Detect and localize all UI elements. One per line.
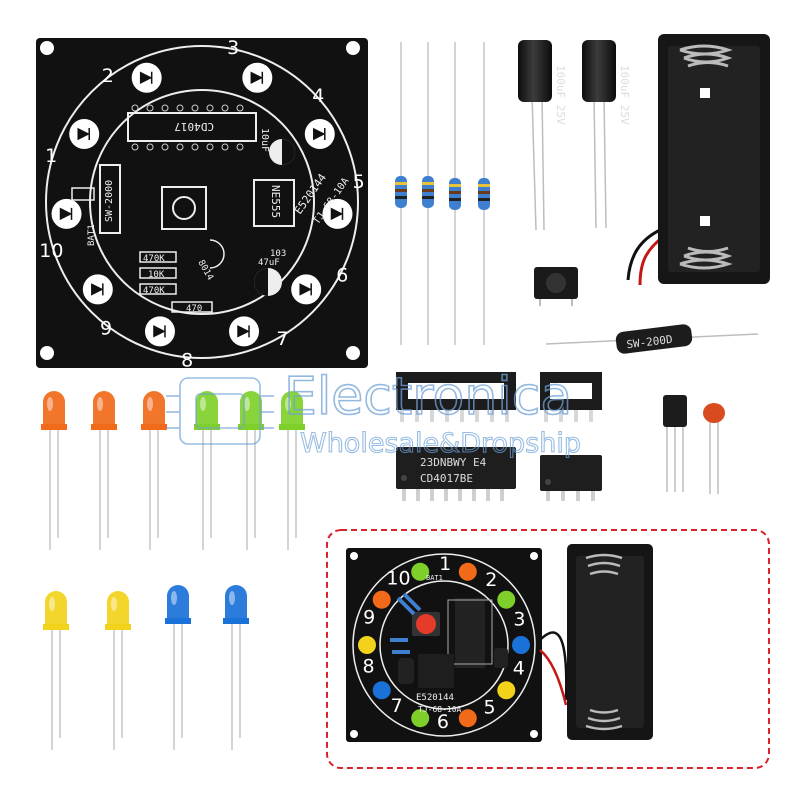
asm-board-id: E520144 [416, 693, 454, 703]
tilt-switch: SW-200D [545, 324, 759, 354]
assembled-led [372, 681, 391, 700]
pcb-led-number: 10 [39, 240, 63, 262]
pcb-chip-label: CD4017 [174, 120, 214, 133]
watermark-logo-icon [166, 377, 274, 445]
asm-battery-label: BAT1 [426, 574, 443, 582]
pcb-c47uf: 47uF [258, 258, 280, 268]
cap2-label: 100uF 25V [618, 65, 631, 125]
assembled-led-number: 4 [513, 657, 525, 679]
cd4017-part: CD4017BE [420, 472, 473, 485]
pcb-led-mark [91, 283, 104, 296]
assembled-led-number: 8 [362, 655, 374, 677]
pcb-r470k-1: 470K [143, 254, 165, 264]
assembled-led-number: 6 [437, 711, 449, 733]
led [194, 391, 220, 550]
pcb-led-number: 2 [102, 65, 114, 87]
tilt-switch-label: SW-200D [626, 333, 674, 352]
assembled-led [458, 562, 477, 581]
assembled-led [497, 590, 516, 609]
assembled-led [411, 562, 430, 581]
pcb-led-mark [139, 71, 153, 84]
cap1-label: 100uF 25V [554, 65, 567, 125]
watermark-tagline: Wholesale&Dropship [300, 428, 581, 459]
pcb-r470k-2: 470K [143, 286, 165, 296]
pcb-led-mark [250, 71, 264, 84]
pcb-battery-label: BAT1 [87, 224, 97, 246]
pcb-led-number: 7 [276, 328, 288, 350]
led [105, 591, 131, 750]
watermark-brand: Electronica [284, 367, 572, 427]
push-button [534, 267, 578, 306]
pcb-led-mark [237, 325, 250, 338]
loose-leds [41, 391, 305, 750]
assembled-led-number: 1 [439, 553, 451, 575]
pcb-led-number: 5 [353, 171, 365, 193]
pcb-led-number: 6 [336, 265, 348, 287]
resistors [395, 42, 490, 345]
assembled-led [358, 636, 376, 654]
led [279, 391, 305, 550]
pcb-led-number: 1 [45, 145, 57, 167]
cd4017-batch: 23DNBWY E4 [420, 456, 487, 469]
assembled-led [458, 709, 477, 728]
transistor-and-ceramic-cap [663, 395, 725, 494]
pcb-led-mark [153, 325, 166, 338]
led [43, 591, 69, 750]
pcb-cap-label: 10uF [259, 128, 270, 152]
assembled-led-number: 2 [485, 569, 497, 591]
assembled-led [372, 590, 391, 609]
assembled-led [497, 681, 516, 700]
pcb-c103: 103 [270, 249, 286, 259]
led [41, 391, 67, 550]
watermark: Electronica Wholesale&Dropship [166, 366, 582, 460]
pcb-led-mark [299, 283, 312, 296]
pcb-led-number: 4 [312, 85, 324, 107]
battery-holder [626, 34, 770, 286]
pcb-ne555-label: NE555 [269, 185, 282, 218]
pcb-led-number: 3 [227, 37, 239, 59]
asm-board-code: TJ-68-10A [418, 705, 462, 714]
pcb-led-mark [77, 127, 90, 141]
assembled-led-number: 5 [483, 697, 495, 719]
ic-chips: 23DNBWY E4 CD4017BE [396, 447, 602, 501]
assembled-led-number: 10 [386, 567, 410, 589]
ic-sockets [396, 372, 602, 422]
pcb-switch-label: SW-2000 [104, 180, 115, 222]
pcb-r10k: 10K [148, 270, 165, 280]
assembled-led [411, 709, 430, 728]
pcb-led-mark [330, 207, 344, 221]
led [165, 585, 191, 750]
assembled-led-number: 9 [363, 607, 375, 629]
led [141, 391, 167, 550]
assembled-frame [326, 529, 770, 769]
assembled-led-number: 3 [513, 609, 525, 631]
pcb-led-mark [313, 127, 326, 141]
assembled-led [512, 636, 530, 654]
pcb-led-number: 9 [100, 318, 112, 340]
electrolytic-capacitors: 100uF 25V 100uF 25V [518, 40, 631, 231]
led [91, 391, 117, 550]
assembled-led-number: 7 [391, 695, 403, 717]
pcb-led-number: 8 [181, 349, 193, 371]
led [238, 391, 264, 550]
pcb-r470: 470 [186, 304, 202, 314]
assembled-kit: 1 23 45 6 78 9 10 E520144 TJ-68-10A BAT1 [346, 544, 653, 742]
led [223, 585, 249, 750]
pcb-led-mark [59, 207, 73, 221]
